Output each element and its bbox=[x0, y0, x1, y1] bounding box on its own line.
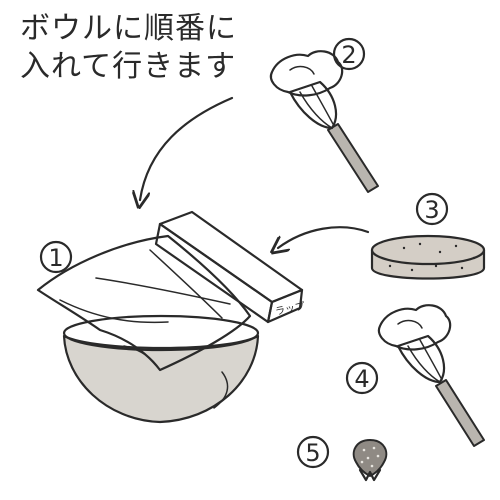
strawberry-leaves bbox=[358, 468, 382, 482]
wrap-box-front bbox=[154, 222, 274, 324]
step-2-marker: 2 bbox=[332, 37, 366, 71]
wrap-fold-2 bbox=[95, 277, 231, 305]
wrap-box: ラップ bbox=[154, 210, 306, 324]
bowl-rim bbox=[62, 314, 260, 352]
sponge-cake-texture bbox=[388, 242, 476, 272]
step-4-circle bbox=[345, 361, 379, 395]
step-3-number: 3 bbox=[424, 196, 439, 224]
strawberry-body bbox=[352, 439, 388, 477]
whisk-2-cream-curl bbox=[397, 319, 423, 329]
strawberry-seeds bbox=[360, 446, 380, 468]
whisk-2-cream bbox=[377, 304, 452, 351]
step-4-marker: 4 bbox=[345, 361, 379, 395]
whisk-1-cream-curl bbox=[289, 65, 315, 75]
wrap-fold-1 bbox=[59, 299, 169, 324]
whisk-with-cream-2 bbox=[377, 304, 485, 447]
title-line-2: 入れて行きます bbox=[20, 49, 236, 84]
step-2-circle bbox=[332, 37, 366, 71]
step-1-number: 1 bbox=[48, 244, 63, 272]
wrap-box-end bbox=[266, 288, 304, 324]
arrow-from-sponge bbox=[278, 226, 370, 248]
bowl-highlight bbox=[213, 371, 229, 409]
wrap-fold-4 bbox=[123, 345, 161, 371]
wrap-fold-3 bbox=[149, 249, 223, 319]
step-1-circle bbox=[39, 240, 73, 274]
step-4-number: 4 bbox=[354, 365, 369, 393]
step-5-marker: 5 bbox=[296, 435, 330, 469]
step-5-number: 5 bbox=[305, 439, 320, 467]
plastic-wrap-sheet bbox=[36, 234, 252, 372]
sponge-cake-top bbox=[370, 234, 486, 266]
sponge-cake bbox=[370, 234, 486, 280]
page-title: ボウルに順番に 入れて行きます bbox=[20, 11, 237, 84]
title-line-1: ボウルに順番に bbox=[20, 11, 237, 46]
whisk-1-cream bbox=[269, 50, 344, 97]
step-5-circle bbox=[296, 435, 330, 469]
whisk-2-wire-b bbox=[419, 339, 443, 381]
whisk-2-handle bbox=[435, 379, 485, 447]
whisk-with-cream-1 bbox=[269, 50, 379, 193]
bowl-body bbox=[62, 334, 260, 424]
whisk-1-handle bbox=[327, 123, 379, 193]
wrap-box-top bbox=[158, 210, 304, 304]
strawberry bbox=[352, 439, 388, 482]
step-2-number: 2 bbox=[341, 41, 356, 69]
step-3-circle bbox=[415, 192, 449, 226]
step-3-marker: 3 bbox=[415, 192, 449, 226]
arrow-to-bowl bbox=[140, 96, 234, 200]
step-1-marker: 1 bbox=[39, 240, 73, 274]
whisk-1-wire-b bbox=[311, 85, 335, 127]
mixing-bowl bbox=[62, 314, 260, 424]
wrap-sheet-outline bbox=[36, 234, 252, 372]
wrap-box-label: ラップ bbox=[274, 300, 306, 318]
